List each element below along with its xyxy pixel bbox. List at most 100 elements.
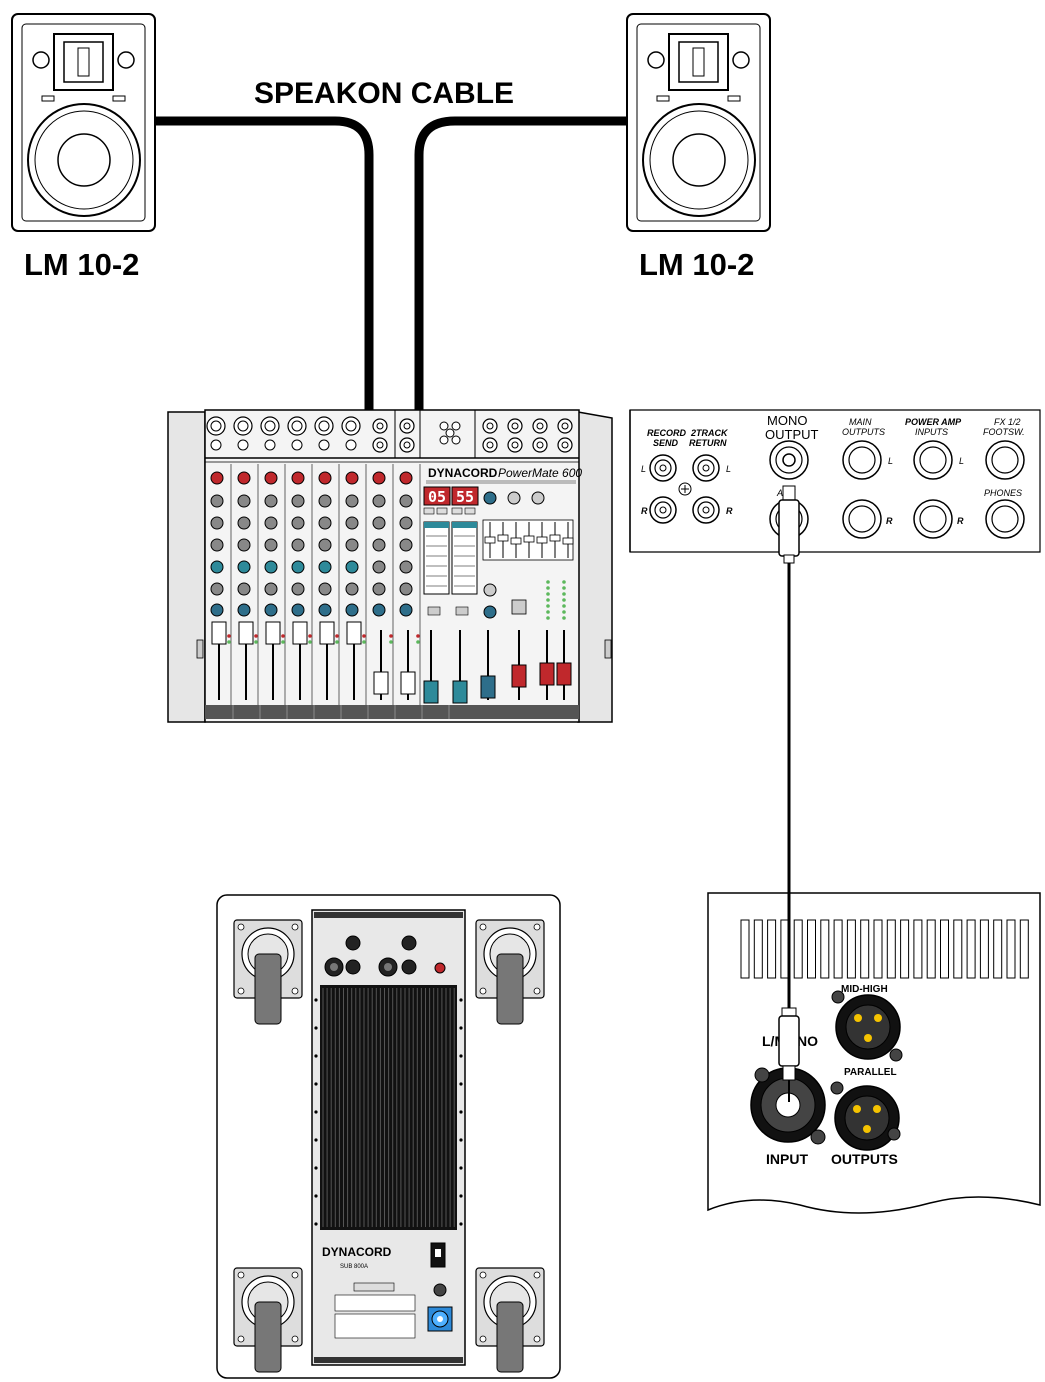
channel-fader (319, 621, 335, 645)
channel-knob (210, 494, 224, 508)
channel-fader (265, 621, 281, 645)
record-r-label: R (641, 506, 648, 516)
outputs-label-amp: OUTPUTS (831, 1151, 898, 1167)
channel-strip (291, 464, 313, 705)
channel-knob (318, 560, 332, 574)
input-label: INPUT (766, 1151, 808, 1167)
channel-knob (210, 471, 224, 485)
channel-knob (291, 582, 305, 596)
channel-strip (237, 464, 259, 705)
channel-knob (318, 494, 332, 508)
mixer-display-left: 05 (428, 488, 446, 506)
twotrack-label: 2TRACK (690, 428, 729, 438)
record-l-label: L (641, 464, 646, 474)
parallel-label: PARALLEL (844, 1067, 897, 1078)
speaker-right (626, 13, 771, 232)
channel-knob (237, 471, 251, 485)
speaker-left (11, 13, 156, 232)
main-r-label: R (886, 516, 893, 526)
return-r-label: R (726, 506, 733, 516)
channel-knob (345, 471, 359, 485)
channel-knob (237, 538, 251, 552)
channel-knob (291, 471, 305, 485)
channel-knob (372, 603, 386, 617)
speakon-output-jack (451, 435, 461, 445)
channel-knob (210, 516, 224, 530)
aux-jack (482, 437, 498, 453)
pa-l-label: L (959, 456, 964, 466)
channel-knob (291, 603, 305, 617)
channel-fader (211, 621, 227, 645)
channel-knob (372, 494, 386, 508)
channel-knob (399, 538, 413, 552)
channel-knob (264, 603, 278, 617)
outputs-label: OUTPUTS (842, 427, 885, 437)
channel-knob (264, 494, 278, 508)
channel-fader (373, 671, 389, 695)
send-label: SEND (653, 438, 679, 448)
channel-strip (318, 464, 340, 705)
channel-knob (318, 603, 332, 617)
xlr-input-jack (206, 416, 226, 451)
channel-knob (237, 560, 251, 574)
channel-knob (345, 582, 359, 596)
aux-cable (778, 453, 800, 1102)
fx-fader (452, 630, 468, 704)
channel-knob (399, 603, 413, 617)
mixer-channel-strips (210, 464, 468, 719)
fx-fader (423, 630, 439, 704)
channel-knob (399, 582, 413, 596)
subwoofer-brand: DYNACORD (322, 1245, 392, 1259)
channel-knob (345, 516, 359, 530)
channel-knob (264, 516, 278, 530)
channel-knob (372, 538, 386, 552)
channel-knob (210, 560, 224, 574)
channel-knob (345, 560, 359, 574)
channel-knob (264, 471, 278, 485)
channel-fader (400, 671, 416, 695)
line-input-jack (372, 437, 388, 453)
mixer-master-section: DYNACORD PowerMate 600 05 55 (423, 466, 582, 700)
channel-knob (345, 538, 359, 552)
pa-r-label: R (957, 516, 964, 526)
main-l-label: L (888, 456, 893, 466)
channel-knob (318, 471, 332, 485)
output-label: OUTPUT (765, 427, 819, 442)
channel-knob (237, 516, 251, 530)
subwoofer-model: SUB 800A (340, 1264, 368, 1270)
channel-knob (372, 560, 386, 574)
castor-wheel (233, 1267, 303, 1373)
xlr-input-jack (260, 416, 280, 451)
aux-jack (532, 437, 548, 453)
channel-knob (210, 538, 224, 552)
speakon-output-jack (445, 428, 455, 438)
line-input-jack (399, 418, 415, 434)
castor-wheel (475, 919, 545, 1025)
xlr-input-jack (314, 416, 334, 451)
channel-knob (318, 538, 332, 552)
record-label: RECORD (647, 428, 687, 438)
speakon-cables (155, 116, 627, 412)
channel-knob (399, 560, 413, 574)
aux-jack (557, 418, 573, 434)
channel-knob (237, 603, 251, 617)
speakon-cable-label: SPEAKON CABLE (254, 77, 514, 110)
main-label: MAIN (849, 417, 872, 427)
channel-strip (210, 464, 232, 705)
xlr-input-jack (341, 416, 361, 451)
return-label: RETURN (689, 438, 727, 448)
return-l-label: L (726, 464, 731, 474)
subwoofer: DYNACORD SUB 800A (216, 894, 561, 1379)
channel-knob (291, 494, 305, 508)
mixer-model: PowerMate 600 (498, 466, 582, 480)
channel-knob (399, 494, 413, 508)
channel-knob (237, 494, 251, 508)
channel-fader (292, 621, 308, 645)
channel-strip (372, 464, 394, 705)
channel-strip (345, 464, 367, 705)
speakon-output-jack (451, 421, 461, 431)
mixer-brand: DYNACORD (428, 466, 498, 480)
channel-knob (291, 560, 305, 574)
speakon-output-jack (439, 435, 449, 445)
